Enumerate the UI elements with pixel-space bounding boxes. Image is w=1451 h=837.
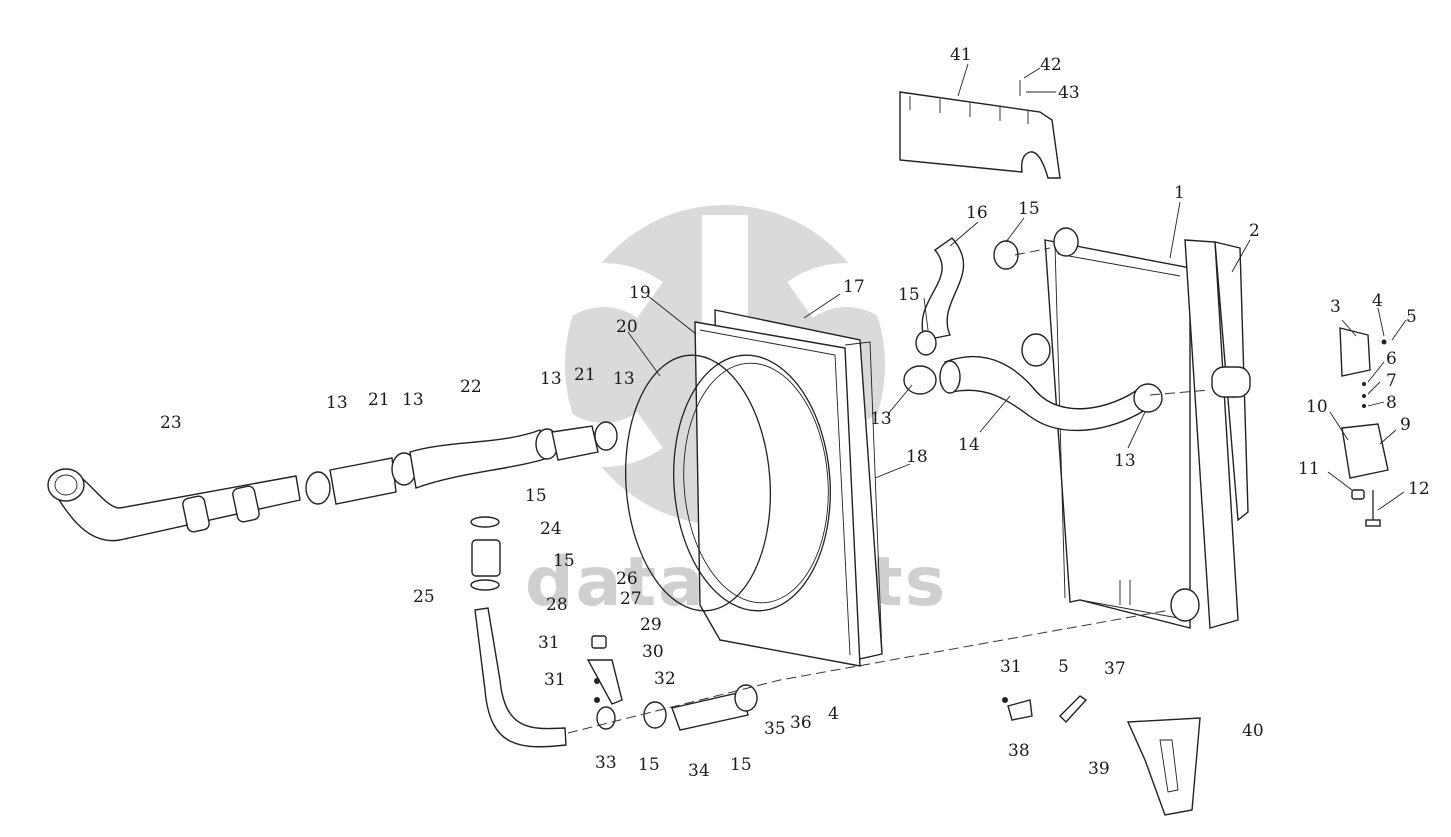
callout-39: 39 [1088,759,1110,779]
shroud-cover-part [899,80,1061,179]
callout-6: 6 [1386,349,1397,369]
callout-5: 5 [1406,307,1417,327]
callout-24: 24 [540,519,562,539]
callout-4b: 4 [828,704,839,724]
callout-13b: 13 [870,409,892,429]
callout-5b: 5 [1058,657,1069,677]
callout-40: 40 [1242,721,1264,741]
callout-15b: 15 [898,285,920,305]
callout-15a: 15 [1018,199,1040,219]
callout-31c: 31 [1000,657,1022,677]
bracket-parts-bottom [1002,695,1201,816]
callout-34: 34 [688,761,710,781]
callout-30: 30 [642,642,664,662]
callout-16: 16 [966,203,988,223]
callout-14: 14 [958,435,980,455]
callout-11: 11 [1298,459,1320,479]
callout-7: 7 [1386,371,1397,391]
callout-38: 38 [1008,741,1030,761]
centerline-upper [1014,247,1051,256]
callout-1: 1 [1174,183,1185,203]
callout-labels: 1 2 3 4 5 6 7 8 9 10 11 12 13 13 13 13 1… [160,45,1430,781]
callout-26: 26 [616,569,638,589]
callout-10: 10 [1306,397,1328,417]
callout-12: 12 [1408,479,1430,499]
callout-31b: 31 [544,670,566,690]
callout-4: 4 [1372,291,1383,311]
radiator-core-part [1021,227,1251,629]
callout-19: 19 [629,283,651,303]
callout-32: 32 [654,669,676,689]
coolant-hose-upper-part [915,237,1019,356]
fan-shroud-part [694,309,883,667]
callout-8: 8 [1386,393,1397,413]
coolant-hose-lower-part [903,356,1163,432]
callout-22: 22 [460,377,482,397]
charge-air-pipe-part [47,421,618,542]
callout-9: 9 [1400,415,1411,435]
callout-15f: 15 [730,755,752,775]
callout-13a: 13 [1114,451,1136,471]
callout-27: 27 [620,589,642,609]
callout-13c: 13 [540,369,562,389]
callout-36: 36 [790,713,812,733]
callout-13e: 13 [326,393,348,413]
leader-lines [627,63,1407,511]
callout-29: 29 [640,615,662,635]
callout-15c: 15 [525,486,547,506]
bracket-parts-right [1339,327,1389,527]
centerline-mid [1149,389,1211,396]
callout-3: 3 [1330,297,1341,317]
callout-25: 25 [413,587,435,607]
callout-33: 33 [595,753,617,773]
callout-35: 35 [764,719,786,739]
callout-23: 23 [160,413,182,433]
callout-28: 28 [546,595,568,615]
callout-13d: 13 [613,369,635,389]
callout-18: 18 [906,447,928,467]
seal-ring-part [624,354,831,612]
callout-13f: 13 [402,390,424,410]
callout-41: 41 [950,45,972,65]
callout-15d: 15 [553,551,575,571]
callout-31a: 31 [538,633,560,653]
callout-21a: 21 [574,365,596,385]
centerline-lower [567,609,1171,734]
callout-20: 20 [616,317,638,337]
lower-hose-parts [470,516,758,748]
callout-37: 37 [1104,659,1126,679]
callout-17: 17 [843,277,865,297]
callout-2: 2 [1249,221,1260,241]
callout-42: 42 [1040,55,1062,75]
callout-43: 43 [1058,83,1080,103]
callout-21b: 21 [368,390,390,410]
callout-15e: 15 [638,755,660,775]
